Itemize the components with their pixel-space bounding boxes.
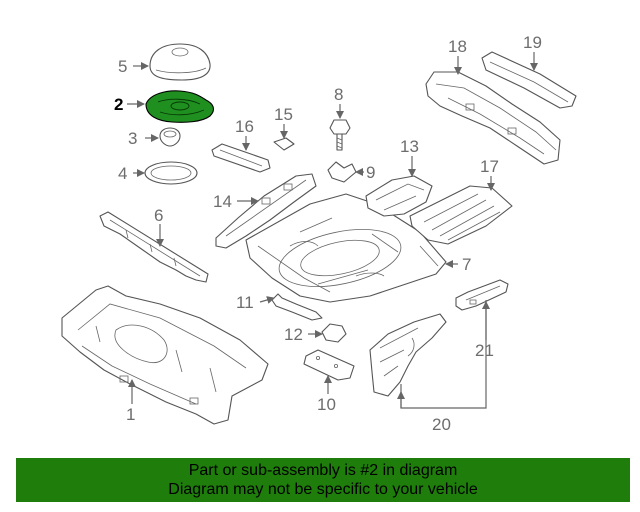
- part-3-plug[interactable]: [159, 127, 181, 147]
- banner-line-2: Diagram may not be specific to your vehi…: [168, 481, 478, 498]
- info-banner: Part or sub-assembly is #2 in diagram Di…: [16, 458, 630, 502]
- part-20-side-panel[interactable]: [369, 313, 447, 397]
- callout-16: 16: [235, 117, 254, 136]
- callout-5: 5: [118, 57, 127, 76]
- part-1-rear-panel[interactable]: [61, 285, 269, 425]
- leader-lines: [127, 52, 538, 409]
- callout-1: 1: [126, 405, 135, 424]
- part-10-plate[interactable]: [303, 349, 355, 381]
- callout-3: 3: [128, 129, 137, 148]
- callout-14: 14: [213, 192, 232, 211]
- part-15-clip[interactable]: [273, 137, 295, 151]
- callout-4: 4: [118, 164, 127, 183]
- part-13-wheelhouse[interactable]: [365, 175, 433, 217]
- part-18-side-member[interactable]: [425, 71, 561, 165]
- callout-10: 10: [317, 395, 336, 414]
- part-5-cover[interactable]: [149, 43, 211, 81]
- parts-diagram: 5 2 3 4 6 1 14 16 15 8 9 13 7 11 12 10 1…: [61, 33, 577, 434]
- callout-15: 15: [274, 105, 293, 124]
- callout-17: 17: [480, 157, 499, 176]
- callout-19: 19: [523, 33, 542, 52]
- callout-11: 11: [236, 293, 254, 312]
- callout-9: 9: [366, 163, 375, 182]
- banner-line-1: Part or sub-assembly is #2 in diagram: [188, 462, 458, 479]
- part-7-floor-pan[interactable]: [245, 193, 447, 303]
- callout-13: 13: [400, 137, 419, 156]
- callout-6: 6: [154, 206, 163, 225]
- part-8-bolt[interactable]: [329, 119, 351, 151]
- callout-21: 21: [475, 341, 494, 360]
- part-16-rail[interactable]: [211, 143, 271, 173]
- callout-18: 18: [448, 37, 467, 56]
- part-19-rail[interactable]: [481, 51, 577, 109]
- part-2-highlighted[interactable]: [145, 90, 215, 123]
- part-21-bracket[interactable]: [455, 279, 509, 311]
- part-17-floor-panel[interactable]: [409, 185, 513, 245]
- part-6-bracket[interactable]: [99, 211, 209, 283]
- callout-12: 12: [284, 325, 303, 344]
- callout-8: 8: [334, 85, 343, 104]
- callout-7: 7: [462, 255, 471, 274]
- part-14-crossmember[interactable]: [215, 173, 317, 249]
- part-12-bracket[interactable]: [321, 323, 347, 343]
- callout-2-highlighted: 2: [114, 95, 123, 114]
- callout-numbers: 5 2 3 4 6 1 14 16 15 8 9 13 7 11 12 10 1…: [114, 33, 542, 434]
- part-4-seal[interactable]: [144, 161, 198, 185]
- part-11-bracket[interactable]: [271, 293, 323, 321]
- callout-20: 20: [432, 415, 451, 434]
- part-9-clip[interactable]: [327, 161, 357, 183]
